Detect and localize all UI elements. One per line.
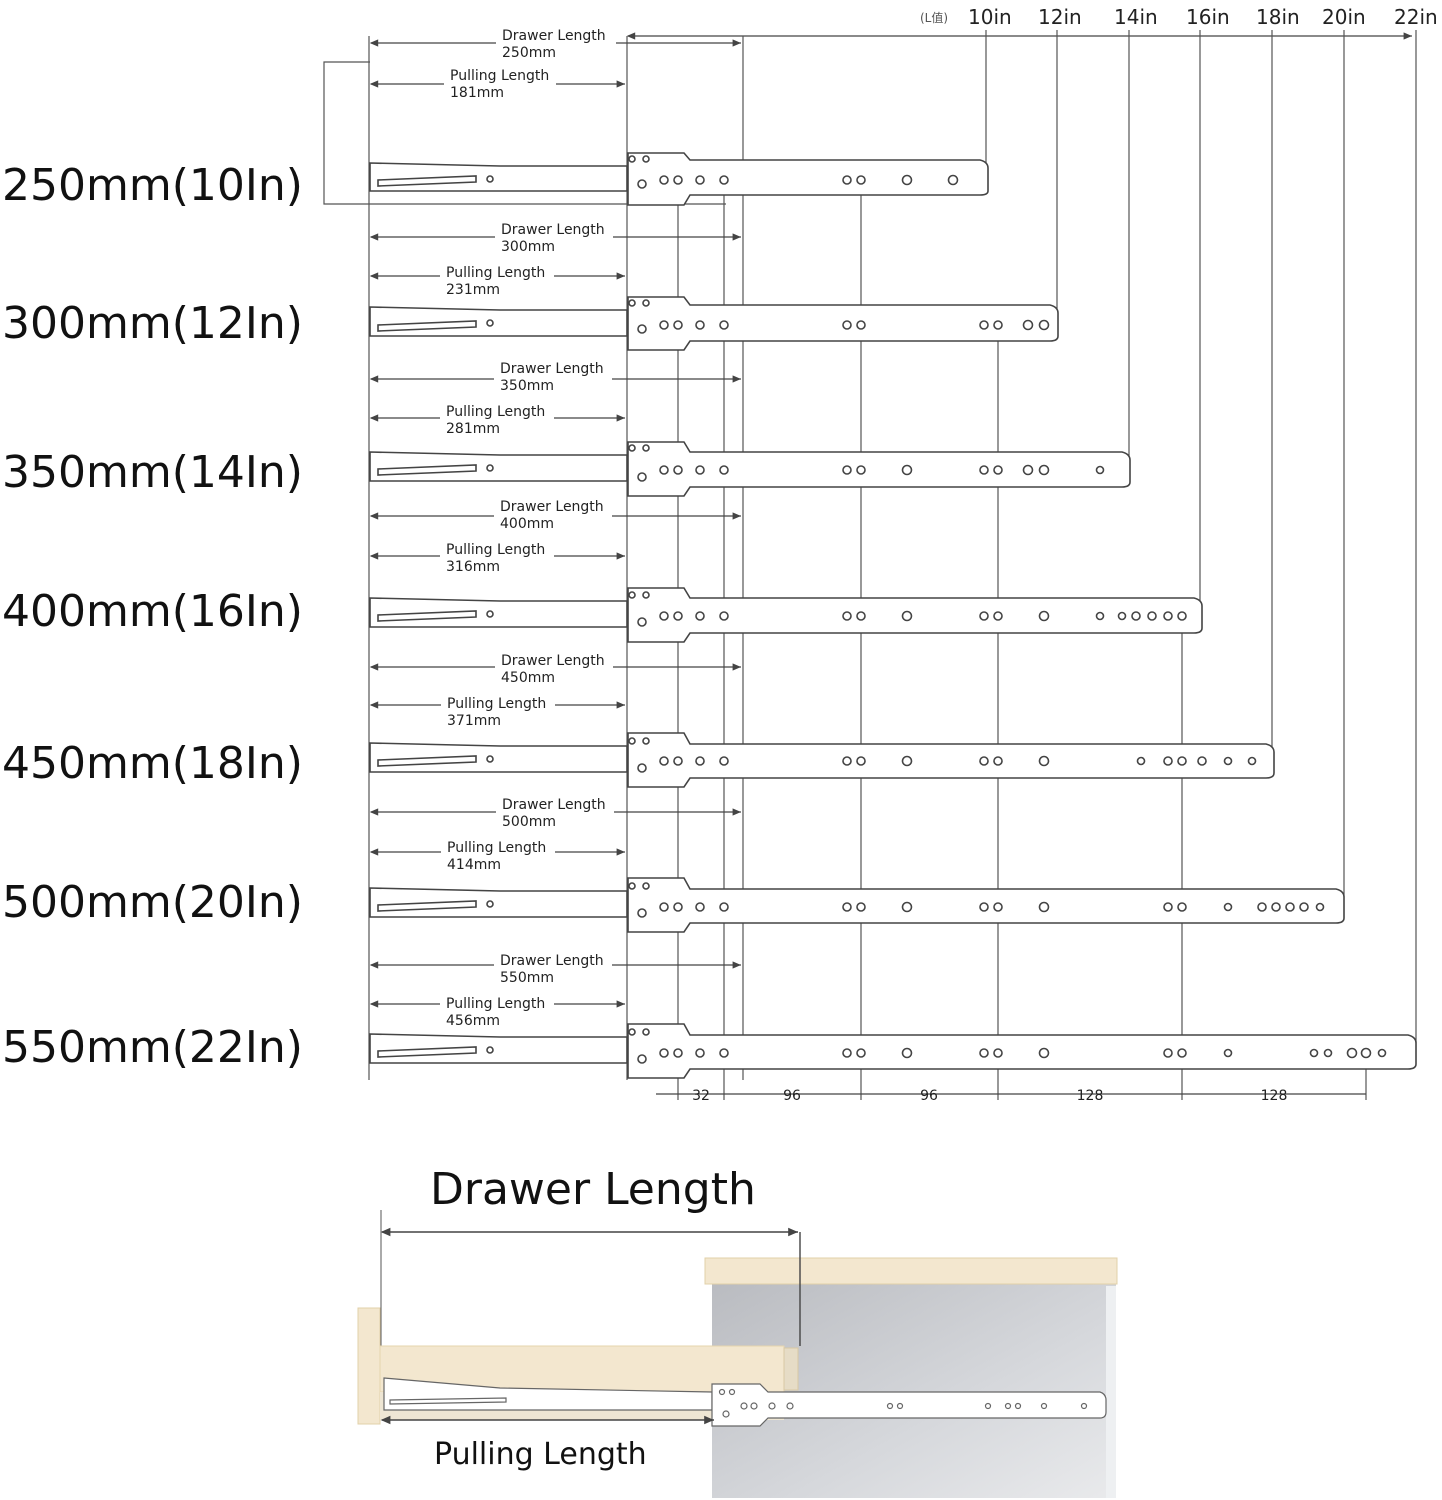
installation-illustration: Drawer Length Pulling Length xyxy=(357,1164,1118,1498)
spacing-96-b: 96 xyxy=(920,1088,938,1104)
inch-label-14: 14in xyxy=(1114,5,1158,29)
spacing-96-a: 96 xyxy=(783,1088,801,1104)
drawer-length-value: 350mm xyxy=(500,378,554,394)
pulling-length-value: 281mm xyxy=(446,421,500,437)
row-300mm: 300mm(12In) Drawer Length 300mm Pulling … xyxy=(2,220,1059,351)
drawer-length-value: 400mm xyxy=(500,516,554,532)
slide-rail xyxy=(369,732,1275,788)
hole-spacing-dimension: 32 96 96 128 128 xyxy=(656,1088,1366,1104)
size-label: 300mm(12In) xyxy=(2,298,303,349)
spacing-128-b: 128 xyxy=(1261,1088,1288,1104)
pulling-length-value: 371mm xyxy=(447,713,501,729)
size-label: 250mm(10In) xyxy=(2,160,303,211)
size-label: 550mm(22In) xyxy=(2,1022,303,1073)
slide-rail xyxy=(369,587,1203,643)
row-400mm: 400mm(16In) Drawer Length 400mm Pulling … xyxy=(2,497,1203,643)
size-label: 400mm(16In) xyxy=(2,586,303,637)
spacing-32: 32 xyxy=(692,1088,710,1104)
drawer-length-value: 450mm xyxy=(501,670,555,686)
pulling-length-text: Pulling Length xyxy=(447,840,546,856)
pulling-length-value: 456mm xyxy=(446,1013,500,1029)
row-550mm: 550mm(22In) Drawer Length 550mm Pulling … xyxy=(2,951,1417,1079)
drawer-length-text: Drawer Length xyxy=(500,499,604,515)
l-value-label: (L值) xyxy=(920,10,948,25)
row-250mm: 250mm(10In) Drawer Length 250mm Pulling … xyxy=(2,26,989,211)
slide-rail xyxy=(369,152,989,206)
inch-label-16: 16in xyxy=(1186,5,1230,29)
inch-label-18: 18in xyxy=(1256,5,1300,29)
row-350mm: 350mm(14In) Drawer Length 350mm Pulling … xyxy=(2,359,1131,498)
drawer-front xyxy=(357,1307,381,1425)
drawer-length-text: Drawer Length xyxy=(502,797,606,813)
drawer-length-value: 500mm xyxy=(502,814,556,830)
drawer-length-value: 550mm xyxy=(500,970,554,986)
drawer-length-text: Drawer Length xyxy=(500,361,604,377)
drawer-length-text: Drawer Length xyxy=(502,28,606,44)
inch-label-12: 12in xyxy=(1038,5,1082,29)
pulling-length-value: 181mm xyxy=(450,85,504,101)
size-label: 450mm(18In) xyxy=(2,738,303,789)
size-label: 500mm(20In) xyxy=(2,877,303,928)
pulling-length-text: Pulling Length xyxy=(446,542,545,558)
pulling-length-text: Pulling Length xyxy=(447,696,546,712)
pulling-length-value: 231mm xyxy=(446,282,500,298)
pulling-length-text: Pulling Length xyxy=(446,265,545,281)
slide-rail xyxy=(369,1023,1417,1079)
drawer-length-text: Drawer Length xyxy=(500,953,604,969)
row-500mm: 500mm(20In) Drawer Length 500mm Pulling … xyxy=(2,795,1345,933)
drawer-length-value: 250mm xyxy=(502,45,556,61)
drawer-length-value: 300mm xyxy=(501,239,555,255)
pulling-length-text: Pulling Length xyxy=(450,68,549,84)
inch-label-22: 22in xyxy=(1394,5,1438,29)
row-450mm: 450mm(18In) Drawer Length 450mm Pulling … xyxy=(2,651,1275,789)
pulling-length-heading: Pulling Length xyxy=(434,1437,647,1472)
size-label: 350mm(14In) xyxy=(2,447,303,498)
cabinet-top xyxy=(704,1257,1118,1285)
pulling-length-value: 316mm xyxy=(446,559,500,575)
spacing-128-a: 128 xyxy=(1077,1088,1104,1104)
pulling-length-text: Pulling Length xyxy=(446,404,545,420)
slide-rail xyxy=(369,877,1345,933)
header: (L值) 10in 12in 14in 16in 18in 20in 22in xyxy=(626,5,1438,40)
illustration-slide xyxy=(383,1377,1107,1427)
drawer-length-heading: Drawer Length xyxy=(430,1164,756,1215)
inch-label-10: 10in xyxy=(968,5,1012,29)
pulling-length-text: Pulling Length xyxy=(446,996,545,1012)
slide-rail xyxy=(369,441,1131,497)
pulling-length-value: 414mm xyxy=(447,857,501,873)
inch-label-20: 20in xyxy=(1322,5,1366,29)
slide-rail xyxy=(369,296,1059,351)
drawer-length-text: Drawer Length xyxy=(501,653,605,669)
drawer-length-text: Drawer Length xyxy=(501,222,605,238)
